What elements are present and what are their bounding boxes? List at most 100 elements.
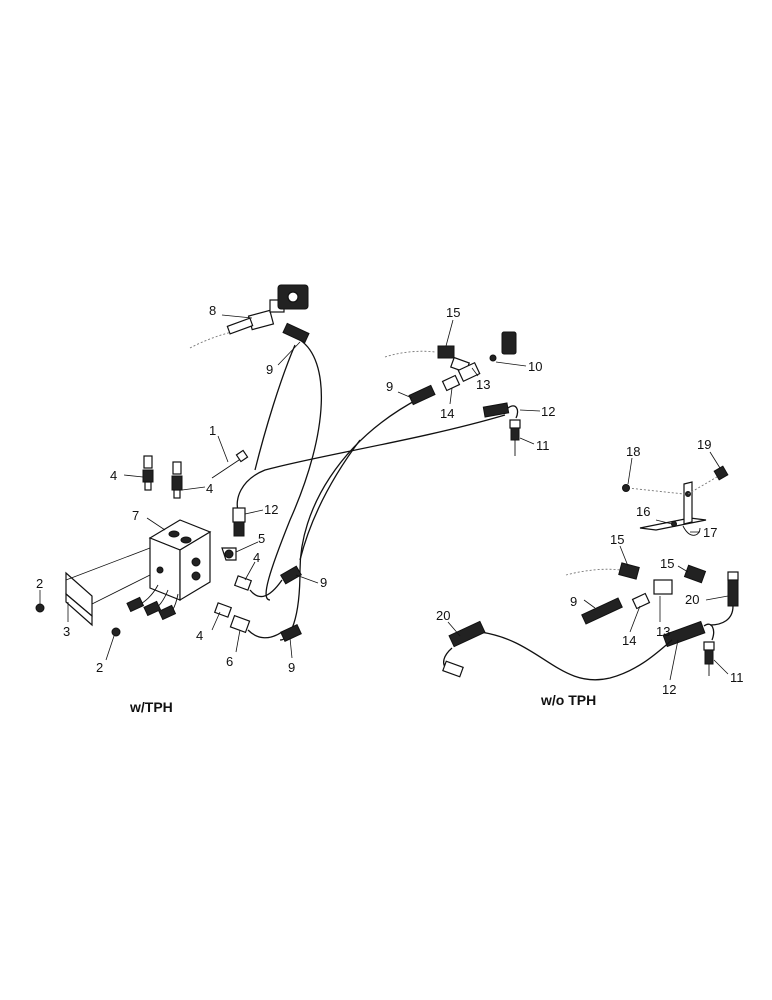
elbow-15-left: [618, 562, 640, 580]
leader-4-b: [181, 486, 206, 491]
bracket-16: [627, 473, 723, 536]
o-ring-10: [489, 354, 497, 362]
callout-5: 5: [258, 531, 265, 546]
callout-4: 4: [110, 468, 117, 483]
fitting-4-left-top: [142, 455, 154, 491]
fitting-4-low: [213, 602, 302, 642]
hose-to-top-center: [279, 397, 421, 641]
leader-4-c: [244, 561, 256, 581]
remote-coupler-right-icon: [501, 331, 517, 355]
fitting-11-right: [703, 641, 715, 676]
fitting-4-mid: [233, 565, 302, 598]
leader-7: [146, 517, 166, 531]
callout-labels: 8 9 1 4 4 7 12 5 4 9 2 3 4 2 6 9 15 10 1…: [36, 303, 744, 697]
hose-right-loop: [299, 439, 361, 561]
callout-4: 4: [253, 550, 260, 565]
remote-line-top: [384, 350, 436, 358]
hose-right-vertical: [709, 605, 734, 626]
callout-4: 4: [206, 481, 213, 496]
callout-9: 9: [320, 575, 327, 590]
callout-13: 13: [656, 624, 670, 639]
callout-9: 9: [266, 362, 273, 377]
leader-9-top: [277, 341, 301, 366]
callout-12: 12: [541, 404, 555, 419]
callout-20: 20: [436, 608, 450, 623]
leader-14-top: [449, 387, 453, 405]
valve-block-7: [148, 519, 212, 602]
leader-10: [495, 361, 527, 367]
leader-16: [655, 519, 673, 525]
callout-19: 19: [697, 437, 711, 452]
leader-18: [627, 457, 633, 485]
callout-18: 18: [626, 444, 640, 459]
hose-end-20-left: [442, 620, 486, 678]
leader-1: [217, 435, 229, 463]
callout-8: 8: [209, 303, 216, 318]
elbow-5: [221, 547, 237, 561]
remote-line-right: [565, 568, 621, 576]
callout-15: 15: [660, 556, 674, 571]
fitting-4-right-top: [171, 461, 183, 499]
hose-end-9-right: [408, 384, 436, 406]
leader-15-right: [677, 565, 689, 573]
callout-15: 15: [610, 532, 624, 547]
callout-9: 9: [288, 660, 295, 675]
leader-11-right: [713, 659, 729, 675]
leader-4-a: [123, 474, 144, 478]
callout-12: 12: [264, 502, 278, 517]
swivel-6: [229, 614, 251, 634]
bracket-3: [65, 547, 151, 627]
fitting-11-top: [509, 419, 521, 456]
hose-end-9-top: [282, 322, 310, 344]
leader-20-right: [705, 595, 729, 601]
hose-end-9-low: [280, 624, 302, 642]
caption-with-tph: w/TPH: [129, 699, 173, 715]
callout-14: 14: [622, 633, 636, 648]
callout-9: 9: [570, 594, 577, 609]
tee-fitting-8: [226, 284, 309, 335]
bolt-19: [713, 465, 729, 481]
callout-13: 13: [476, 377, 490, 392]
callout-4: 4: [196, 628, 203, 643]
callout-14: 14: [440, 406, 454, 421]
leader-15-top: [445, 319, 454, 347]
adapter-14-top: [441, 374, 461, 392]
tph-assembly: [35, 284, 506, 661]
upper-right-cluster: [397, 319, 541, 456]
callout-20: 20: [685, 592, 699, 607]
leader-14-right: [629, 605, 641, 633]
leader-8: [221, 314, 253, 319]
leader-20-left: [447, 621, 461, 637]
bolt-1: [211, 449, 249, 479]
leader-4-d: [211, 611, 221, 631]
nut-2-left: [35, 603, 45, 613]
leader-12-top: [519, 409, 541, 412]
nut-2-right: [111, 627, 121, 637]
leader-13-top: [471, 367, 479, 377]
callout-9: 9: [386, 379, 393, 394]
callout-11: 11: [536, 438, 550, 453]
hose-end-12-right: [662, 620, 715, 648]
leader-9-low: [289, 637, 293, 659]
no-tph-assembly: [442, 451, 739, 681]
hose-upper-main: [265, 339, 323, 601]
leader-6: [235, 629, 241, 653]
callout-6: 6: [226, 654, 233, 669]
washer-18: [622, 484, 630, 492]
tee-13-right: [653, 579, 673, 595]
adapter-14-right: [631, 592, 651, 610]
leader-2-right: [105, 635, 115, 661]
callout-1: 1: [209, 423, 216, 438]
elbow-12-top: [482, 402, 519, 419]
fitting-12-left: [232, 507, 246, 537]
callout-16: 16: [636, 504, 650, 519]
hose-end-20-right: [727, 571, 739, 607]
callout-15: 15: [446, 305, 460, 320]
callout-3: 3: [63, 624, 70, 639]
leader-12-right: [669, 639, 679, 681]
leader-12-left: [244, 509, 264, 515]
hose-long-right: [236, 414, 506, 511]
hose-upper-cross: [254, 344, 296, 471]
callout-10: 10: [528, 359, 542, 374]
